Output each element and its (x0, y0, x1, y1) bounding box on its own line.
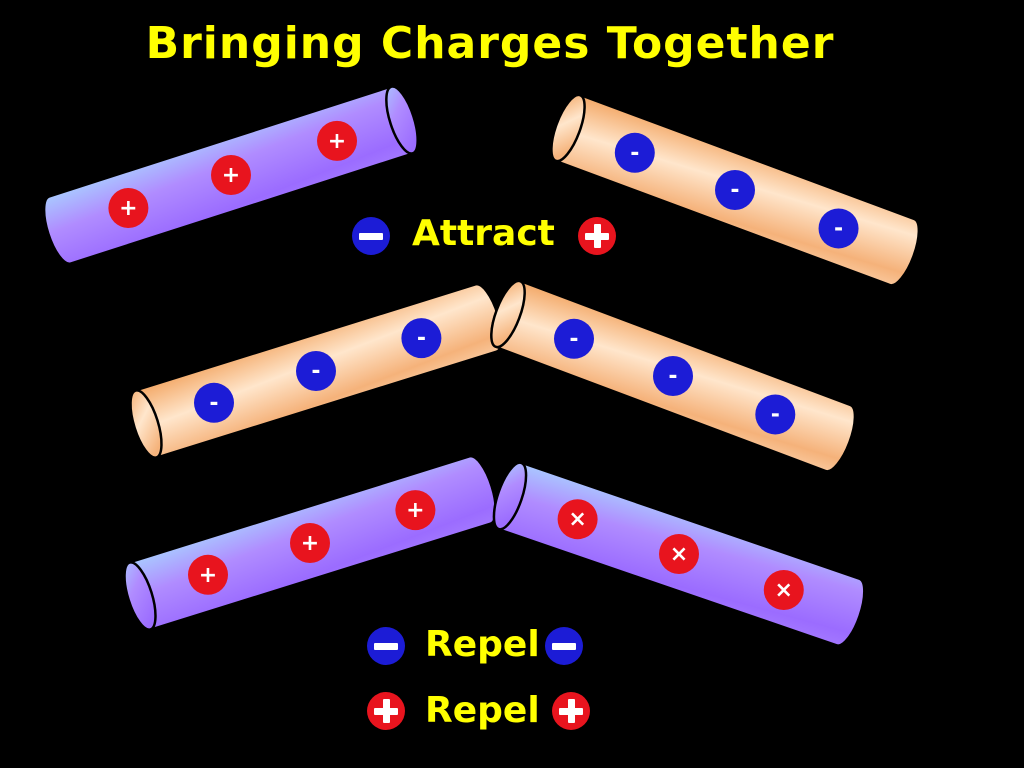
charge-symbol: × (568, 507, 586, 532)
charge-symbol: - (569, 327, 578, 352)
negative-charge: - (653, 356, 693, 396)
negative-charge: - (715, 170, 755, 210)
charge-symbol: - (730, 178, 739, 203)
plus-badge-icon (578, 217, 616, 255)
charge-symbol: × (775, 578, 793, 603)
charge-symbol: + (301, 531, 319, 556)
page-title: Bringing Charges Together (145, 18, 835, 69)
charge-symbol: + (328, 129, 346, 154)
negative-charge: - (401, 318, 442, 359)
negative-charge: - (755, 394, 796, 435)
repel-positive-label: Repel (425, 690, 540, 731)
positive-charge: × (763, 569, 804, 610)
rod-end-cap (492, 461, 528, 531)
positive-charge: + (317, 120, 358, 161)
charge-symbol: + (406, 498, 424, 523)
charge-symbol: - (311, 359, 320, 384)
charge-symbol: - (834, 216, 843, 241)
charge-symbol: + (222, 163, 240, 188)
negative-charge: - (614, 132, 655, 173)
repel-negative-label: Repel (425, 624, 540, 665)
charge-symbol: - (417, 326, 426, 351)
plus-badge-icon (552, 692, 590, 730)
attract-label: Attract (412, 213, 555, 254)
charge-symbol: - (630, 141, 639, 166)
charge-symbol: - (209, 391, 218, 416)
rod-end-cap (490, 279, 526, 349)
plus-badge-icon (367, 692, 405, 730)
negative-charge: - (818, 208, 859, 249)
positive-charge: × (659, 534, 699, 574)
positive-charge: + (290, 523, 330, 563)
charge-symbol: + (119, 196, 137, 221)
positive-charge: + (108, 188, 149, 228)
charge-symbol: + (199, 563, 217, 588)
positive-charge: + (211, 155, 251, 195)
negative-charge: - (194, 382, 234, 423)
minus-badge-icon (367, 627, 405, 665)
charge-symbol: - (668, 364, 677, 389)
positive-charge: + (395, 490, 436, 531)
charge-symbol: × (670, 542, 688, 567)
negative-charge: - (296, 351, 336, 391)
negative-charge: - (554, 318, 594, 359)
rod-end-cap (385, 85, 419, 155)
rod-end-cap (123, 561, 157, 631)
charge-symbol: - (771, 402, 780, 427)
positive-charge: × (557, 499, 598, 540)
minus-badge-icon (545, 627, 583, 665)
rod-end-cap (129, 389, 163, 459)
minus-badge-icon (352, 217, 390, 255)
positive-charge: + (188, 554, 228, 595)
rod-end-cap (550, 93, 586, 163)
